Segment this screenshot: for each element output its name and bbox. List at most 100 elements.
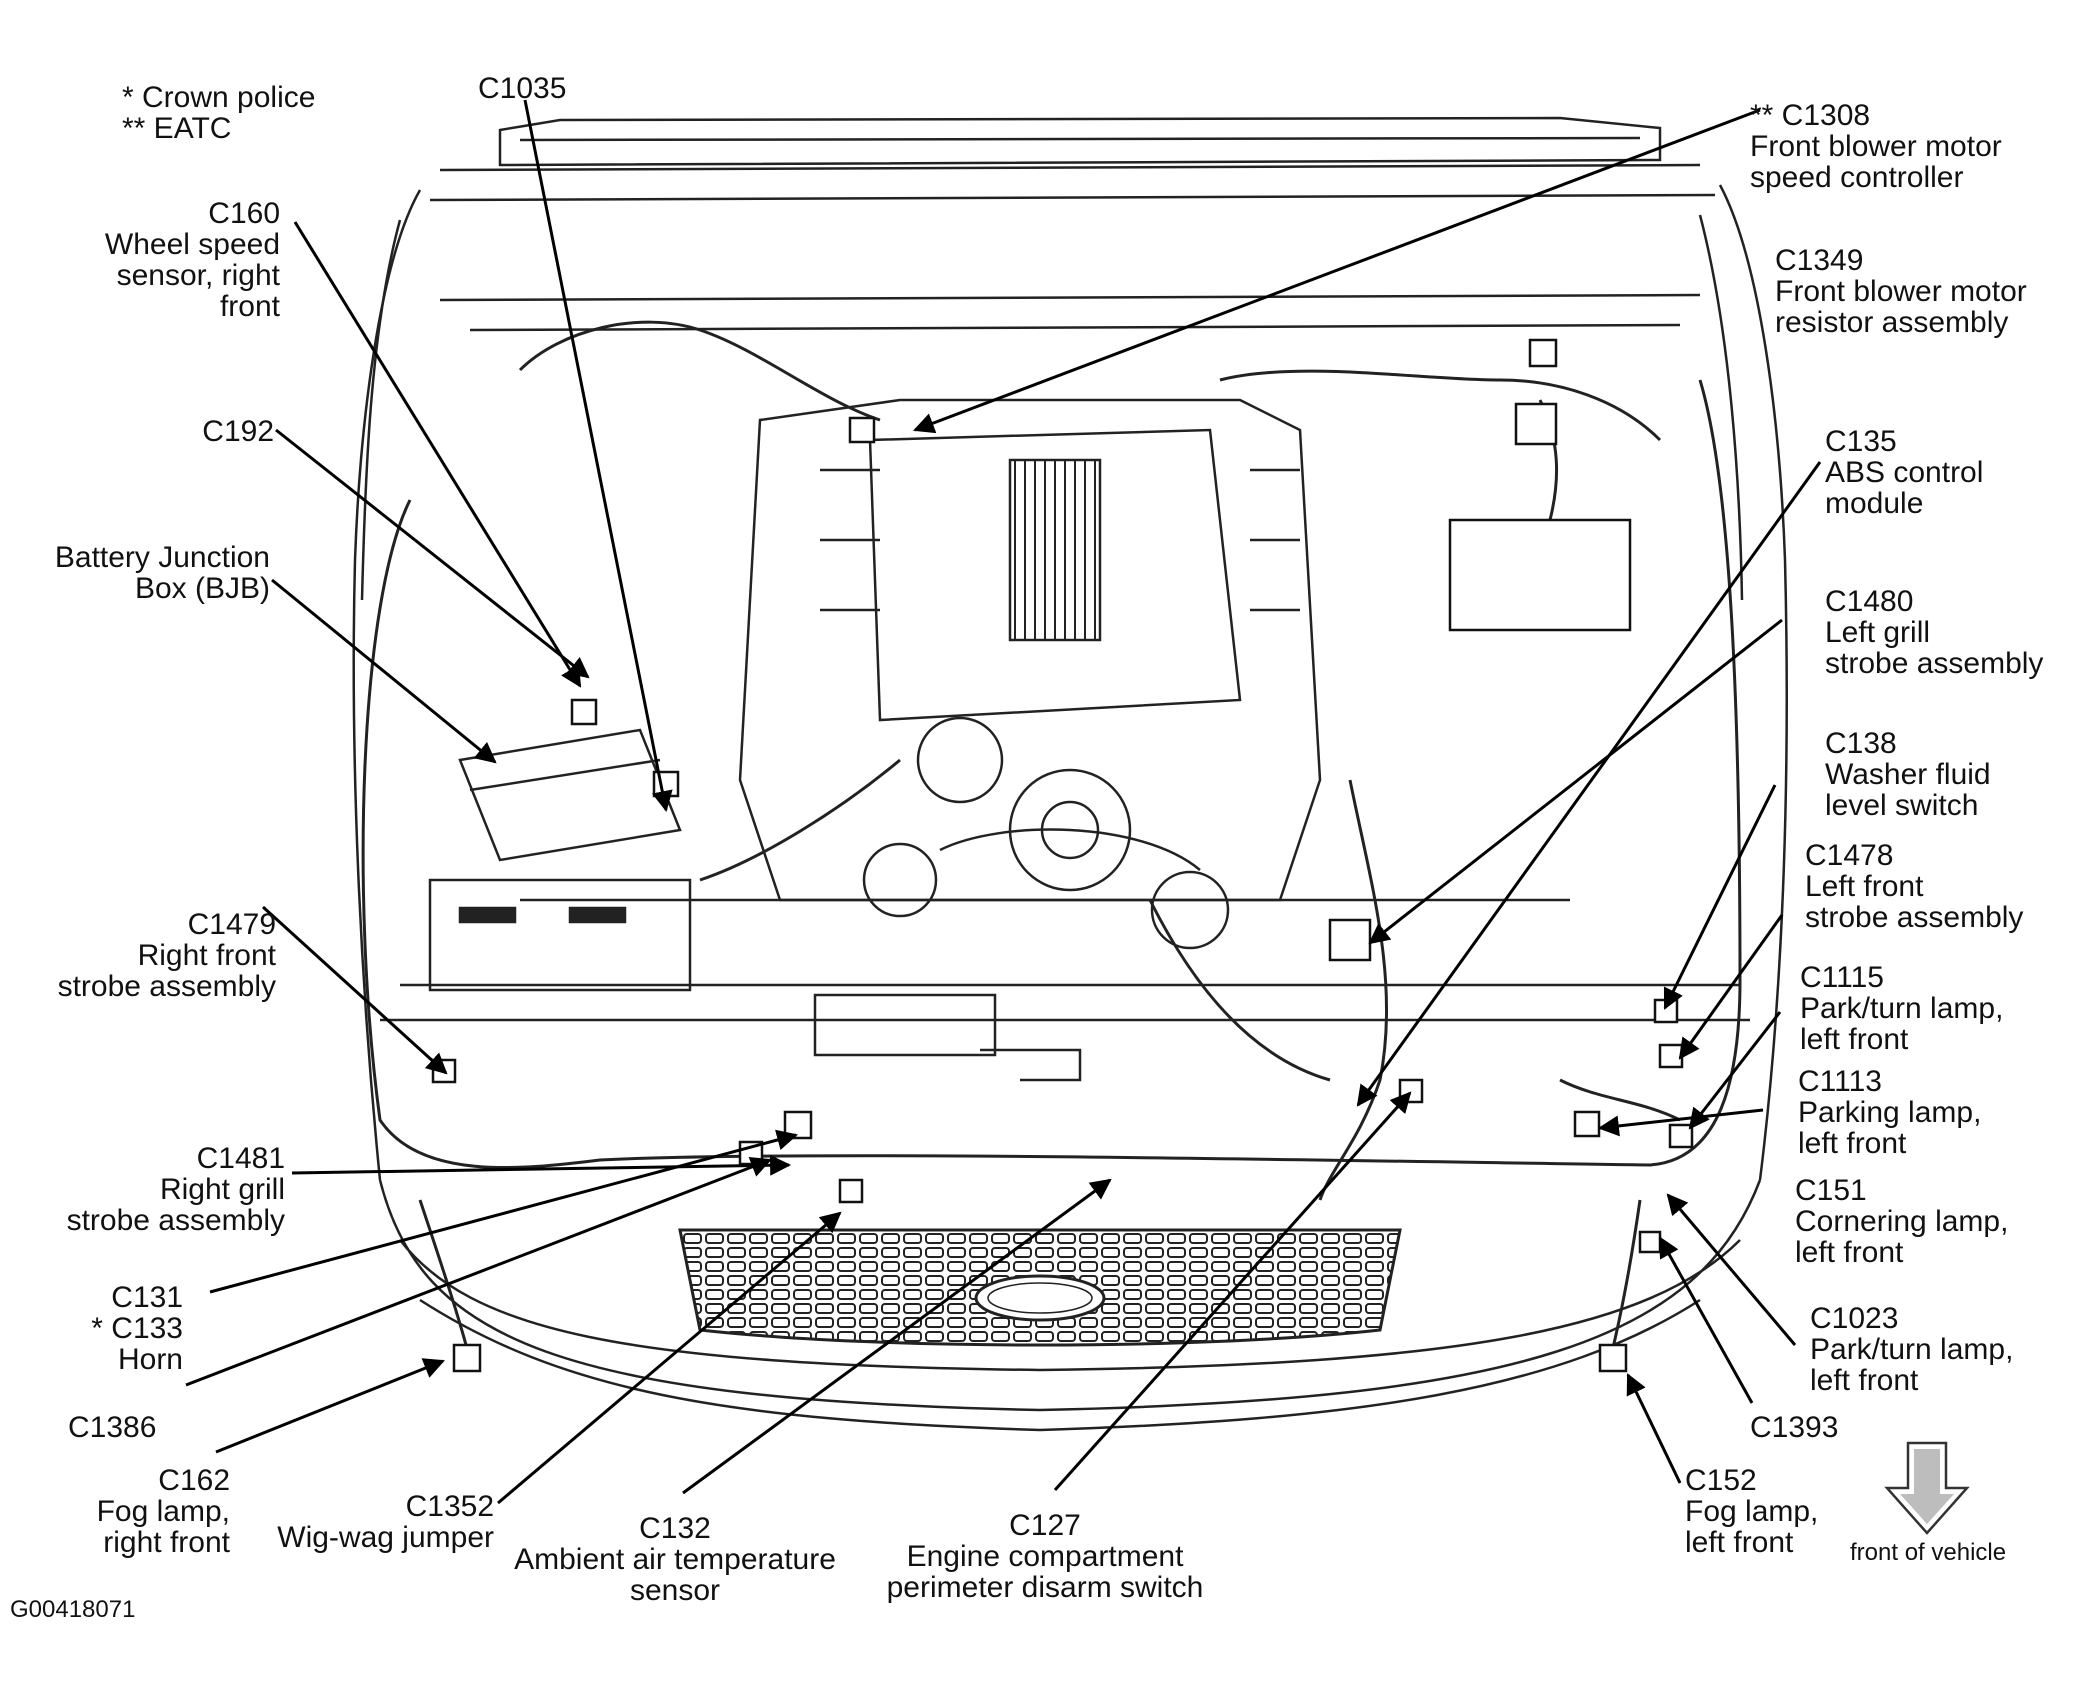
connector-id: C192: [202, 415, 274, 448]
connector-desc: Park/turn lamp,: [1810, 1333, 2014, 1366]
label-c132: C132 Ambient air temperature sensor: [505, 1513, 845, 1606]
label-c152: C152 Fog lamp, left front: [1685, 1465, 1818, 1558]
legend: * Crown police ** EATC: [122, 82, 315, 144]
component-name: Horn: [117, 1343, 183, 1376]
connector-id: C1115: [1800, 961, 1884, 994]
label-c192: C192: [60, 416, 274, 447]
label-c131: C131 * C133 Horn: [20, 1282, 183, 1375]
connector-id: * C133: [91, 1312, 183, 1345]
connector-desc: Right front: [137, 939, 276, 972]
connector-desc: sensor: [629, 1574, 721, 1607]
label-c1481: C1481 Right grill strobe assembly: [20, 1143, 285, 1236]
connector-desc: Fog lamp,: [1685, 1495, 1819, 1528]
connector-desc: sensor, right: [116, 259, 280, 292]
label-c162: C162 Fog lamp, right front: [20, 1465, 230, 1558]
vehicle-body-outline: [352, 116, 1788, 1432]
label-c1386: C1386: [68, 1412, 156, 1443]
connector-desc: front: [219, 290, 280, 323]
connector-id: C1480: [1825, 585, 1914, 618]
connector-id: C1479: [187, 908, 276, 941]
connector-id: C132: [639, 1512, 711, 1545]
connectors: [431, 338, 1694, 1373]
label-c1349: C1349 Front blower motor resistor assemb…: [1775, 245, 2027, 338]
front-of-vehicle-caption: front of vehicle: [1850, 1539, 2007, 1566]
connector-id: C1478: [1805, 839, 1894, 872]
connector-desc: strobe assembly: [57, 970, 276, 1003]
label-c138: C138 Washer fluid level switch: [1825, 728, 1991, 821]
connector-id: C127: [1009, 1509, 1081, 1542]
connector-desc: left front: [1685, 1526, 1794, 1559]
front-of-vehicle-arrow: [1884, 1441, 1970, 1535]
connector-id: C1113: [1798, 1065, 1882, 1098]
connector-id: C151: [1795, 1174, 1867, 1207]
connector-id: C162: [158, 1464, 230, 1497]
connector-desc: Right grill: [159, 1173, 285, 1206]
connector-desc: ABS control: [1825, 456, 1984, 489]
connector-desc: left front: [1800, 1023, 1909, 1056]
connector-desc: Front blower motor: [1750, 130, 2002, 163]
connector-id: C138: [1825, 727, 1897, 760]
connector-desc: Wheel speed: [104, 228, 280, 261]
connector-desc: left front: [1810, 1364, 1919, 1397]
label-c1480: C1480 Left grill strobe assembly: [1825, 586, 2043, 679]
engine-block: [738, 398, 1322, 950]
connector-id: C135: [1825, 425, 1897, 458]
connector-desc: Washer fluid: [1825, 758, 1991, 791]
connector-desc: left front: [1795, 1236, 1904, 1269]
component-name: Box (BJB): [134, 572, 270, 605]
label-c1308: ** C1308 Front blower motor speed contro…: [1750, 100, 2002, 193]
connector-id: C131: [111, 1281, 183, 1314]
connector-desc: speed controller: [1750, 161, 1964, 194]
connector-desc: left front: [1798, 1127, 1907, 1160]
label-c1115: C1115 Park/turn lamp, left front: [1800, 962, 2003, 1055]
connector-id: ** C1308: [1750, 99, 1871, 132]
figure-id: G00418071: [10, 1596, 136, 1623]
connector-desc: Left front: [1805, 870, 1924, 903]
connector-desc: Park/turn lamp,: [1800, 992, 2004, 1025]
connector-id: C1349: [1775, 244, 1864, 277]
label-c1479: C1479 Right front strobe assembly: [20, 909, 276, 1002]
connector-id: C152: [1685, 1464, 1757, 1497]
connector-desc: Wig-wag jumper: [277, 1521, 494, 1554]
connector-id: C1393: [1750, 1411, 1839, 1444]
legend-crown-police: * Crown police: [122, 81, 316, 114]
label-c1393: C1393: [1750, 1412, 1838, 1443]
wiring-harness: [361, 320, 1742, 1361]
battery-and-bjb: [428, 728, 692, 992]
connector-desc: level switch: [1825, 789, 1979, 822]
front-grille: [678, 1228, 1402, 1347]
connector-desc: module: [1825, 487, 1924, 520]
connector-desc: resistor assembly: [1775, 306, 2009, 339]
connector-desc: strobe assembly: [1825, 647, 2044, 680]
connector-id: C160: [208, 197, 280, 230]
label-c135: C135 ABS control module: [1825, 426, 1983, 519]
connector-desc: Parking lamp,: [1798, 1096, 1982, 1129]
label-c1035: C1035: [478, 73, 566, 104]
connector-desc: Engine compartment: [906, 1540, 1184, 1573]
connector-desc: Ambient air temperature: [514, 1543, 836, 1576]
legend-eatc: ** EATC: [122, 112, 232, 145]
connector-desc: right front: [103, 1526, 230, 1559]
connector-id: C1035: [478, 72, 567, 105]
label-c1478: C1478 Left front strobe assembly: [1805, 840, 2023, 933]
connector-desc: strobe assembly: [1805, 901, 2024, 934]
leader-lines: [185, 99, 1822, 1505]
connector-desc: Left grill: [1825, 616, 1931, 649]
connector-desc: Cornering lamp,: [1795, 1205, 2009, 1238]
connector-desc: Fog lamp,: [96, 1495, 230, 1528]
label-c160: C160 Wheel speed sensor, right front: [60, 198, 280, 322]
label-c1113: C1113 Parking lamp, left front: [1798, 1066, 1981, 1159]
connector-id: C1386: [68, 1411, 157, 1444]
component-name: Battery Junction: [54, 541, 270, 574]
connector-desc: Front blower motor: [1775, 275, 2027, 308]
connector-id: C1481: [196, 1142, 285, 1175]
label-c1023: C1023 Park/turn lamp, left front: [1810, 1303, 2013, 1396]
label-c127: C127 Engine compartment perimeter disarm…: [880, 1510, 1210, 1603]
connector-desc: perimeter disarm switch: [886, 1571, 1204, 1604]
label-c1352: C1352 Wig-wag jumper: [240, 1491, 494, 1553]
label-bjb: Battery Junction Box (BJB): [20, 542, 270, 604]
connector-id: C1023: [1810, 1302, 1899, 1335]
connector-id: C1352: [405, 1490, 494, 1523]
